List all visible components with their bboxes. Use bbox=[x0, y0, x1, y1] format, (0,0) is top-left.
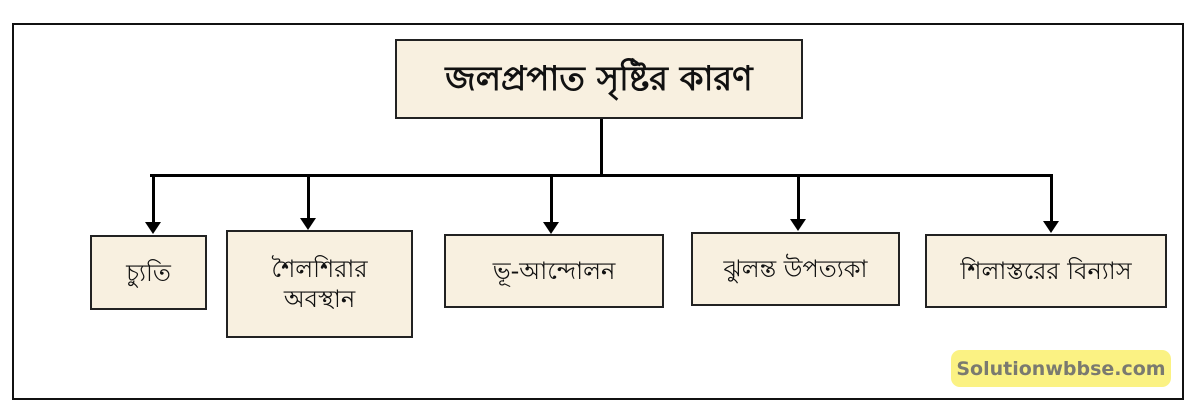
child-node-label: ভূ-আন্দোলন bbox=[492, 257, 616, 285]
child-node-earth-movement: ভূ-আন্দোলন bbox=[444, 234, 664, 308]
arrow-down-icon bbox=[543, 222, 559, 234]
branch-line-4 bbox=[797, 176, 800, 219]
horizontal-connector-line bbox=[150, 174, 1053, 177]
child-node-label: চ্যুতি bbox=[126, 258, 171, 287]
child-node-fault: চ্যুতি bbox=[90, 235, 207, 310]
child-node-label: শিলাস্তরের বিন্যাস bbox=[960, 257, 1132, 285]
root-node-label: জলপ্রপাত সৃষ্টির কারণ bbox=[445, 58, 753, 99]
child-node-label-line2: অবস্থান bbox=[283, 285, 356, 313]
root-stem-line bbox=[600, 119, 603, 176]
arrow-down-icon bbox=[300, 218, 316, 230]
child-node-hanging-valley: ঝুলন্ত উপত্যকা bbox=[691, 232, 900, 306]
watermark-badge: Solutionwbbse.com bbox=[951, 350, 1171, 387]
arrow-down-icon bbox=[145, 222, 161, 234]
branch-line-5 bbox=[1050, 176, 1053, 221]
child-node-ridge-position: শৈলশিরার অবস্থান bbox=[226, 230, 413, 338]
branch-line-3 bbox=[550, 176, 553, 222]
arrow-down-icon bbox=[1043, 221, 1059, 233]
watermark-text: Solutionwbbse.com bbox=[956, 357, 1166, 380]
root-node-waterfall-formation-causes: জলপ্রপাত সৃষ্টির কারণ bbox=[395, 39, 803, 119]
branch-line-2 bbox=[307, 176, 310, 218]
arrow-down-icon bbox=[790, 219, 806, 231]
child-node-label: ঝুলন্ত উপত্যকা bbox=[723, 255, 868, 283]
child-node-label-line1: শৈলশিরার bbox=[271, 255, 368, 283]
branch-line-1 bbox=[152, 176, 155, 222]
child-node-rock-layer-arrangement: শিলাস্তরের বিন্যাস bbox=[925, 234, 1167, 308]
